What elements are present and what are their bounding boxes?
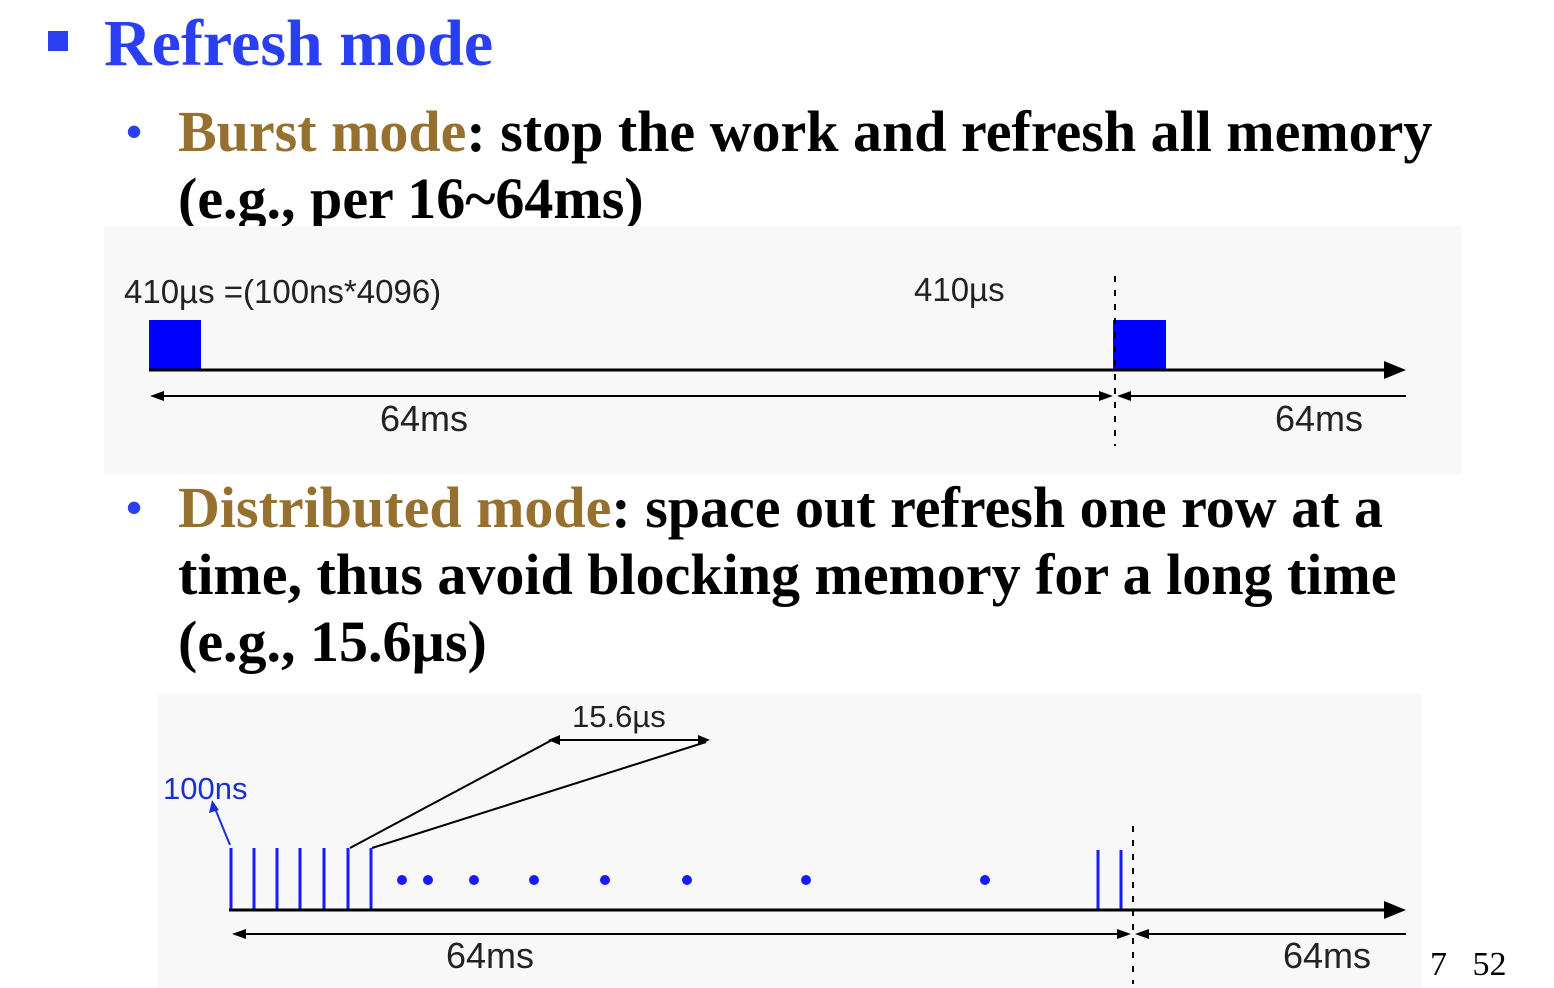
refresh-pulses [229,848,1123,910]
square-bullet-icon [48,31,68,51]
arrowhead-icon [1099,391,1113,401]
page-number: 7 52 [1430,946,1507,983]
ellipsis-dot [980,875,990,885]
burst-refresh-block-1 [149,320,201,370]
arrowhead-icon [1117,929,1131,939]
burst-refresh-block-2 [1113,320,1166,370]
bullet-distributed-mode: • Distributed mode: space out refresh on… [126,474,1508,675]
arrowhead-icon [232,929,246,939]
bullet-text: : stop the work and refresh all memory (… [178,99,1433,231]
bullet-term: Distributed mode [178,475,612,540]
burst-axis-arrow-icon [1384,361,1406,379]
slide-heading: Refresh mode [48,2,493,86]
pointer-line [349,739,553,849]
distributed-pulse-label: 100ns [163,771,247,806]
ellipsis-dot [397,875,407,885]
arrowhead-icon [548,735,560,745]
distributed-interval-label: 15.6µs [572,699,666,734]
distributed-mode-diagram-panel [158,694,1422,988]
burst-label-left: 410µs =(100ns*4096) [124,273,441,310]
bullet-burst-mode: • Burst mode: stop the work and refresh … [126,98,1508,232]
bullet-dot-icon: • [126,106,143,157]
ellipsis-dot [600,875,610,885]
arrowhead-icon [150,391,164,401]
pointer-line [371,741,707,849]
pulse-pointer-line [213,805,231,846]
distributed-period-right-label: 64ms [1283,935,1371,976]
bullet-dot-icon: • [126,482,143,533]
burst-mode-diagram-panel [104,226,1462,474]
arrowhead-icon [1117,391,1131,401]
ellipsis-dot [423,875,433,885]
ellipsis-dot [682,875,692,885]
burst-label-right: 410µs [914,271,1005,308]
bullet-term: Burst mode [178,99,467,164]
burst-period-right-label: 64ms [1275,398,1363,439]
ellipsis-dots [397,875,990,885]
ellipsis-dot [801,875,811,885]
arrowhead-icon [698,735,710,745]
burst-period-left-label: 64ms [380,398,468,439]
distributed-axis-arrow-icon [1384,901,1406,919]
heading-text: Refresh mode [104,7,494,80]
ellipsis-dot [469,875,479,885]
distributed-period-left-label: 64ms [446,935,534,976]
arrowhead-icon [209,800,219,813]
arrowhead-icon [1135,929,1149,939]
ellipsis-dot [529,875,539,885]
bullet-text: : space out refresh one row at a time, t… [178,475,1397,674]
